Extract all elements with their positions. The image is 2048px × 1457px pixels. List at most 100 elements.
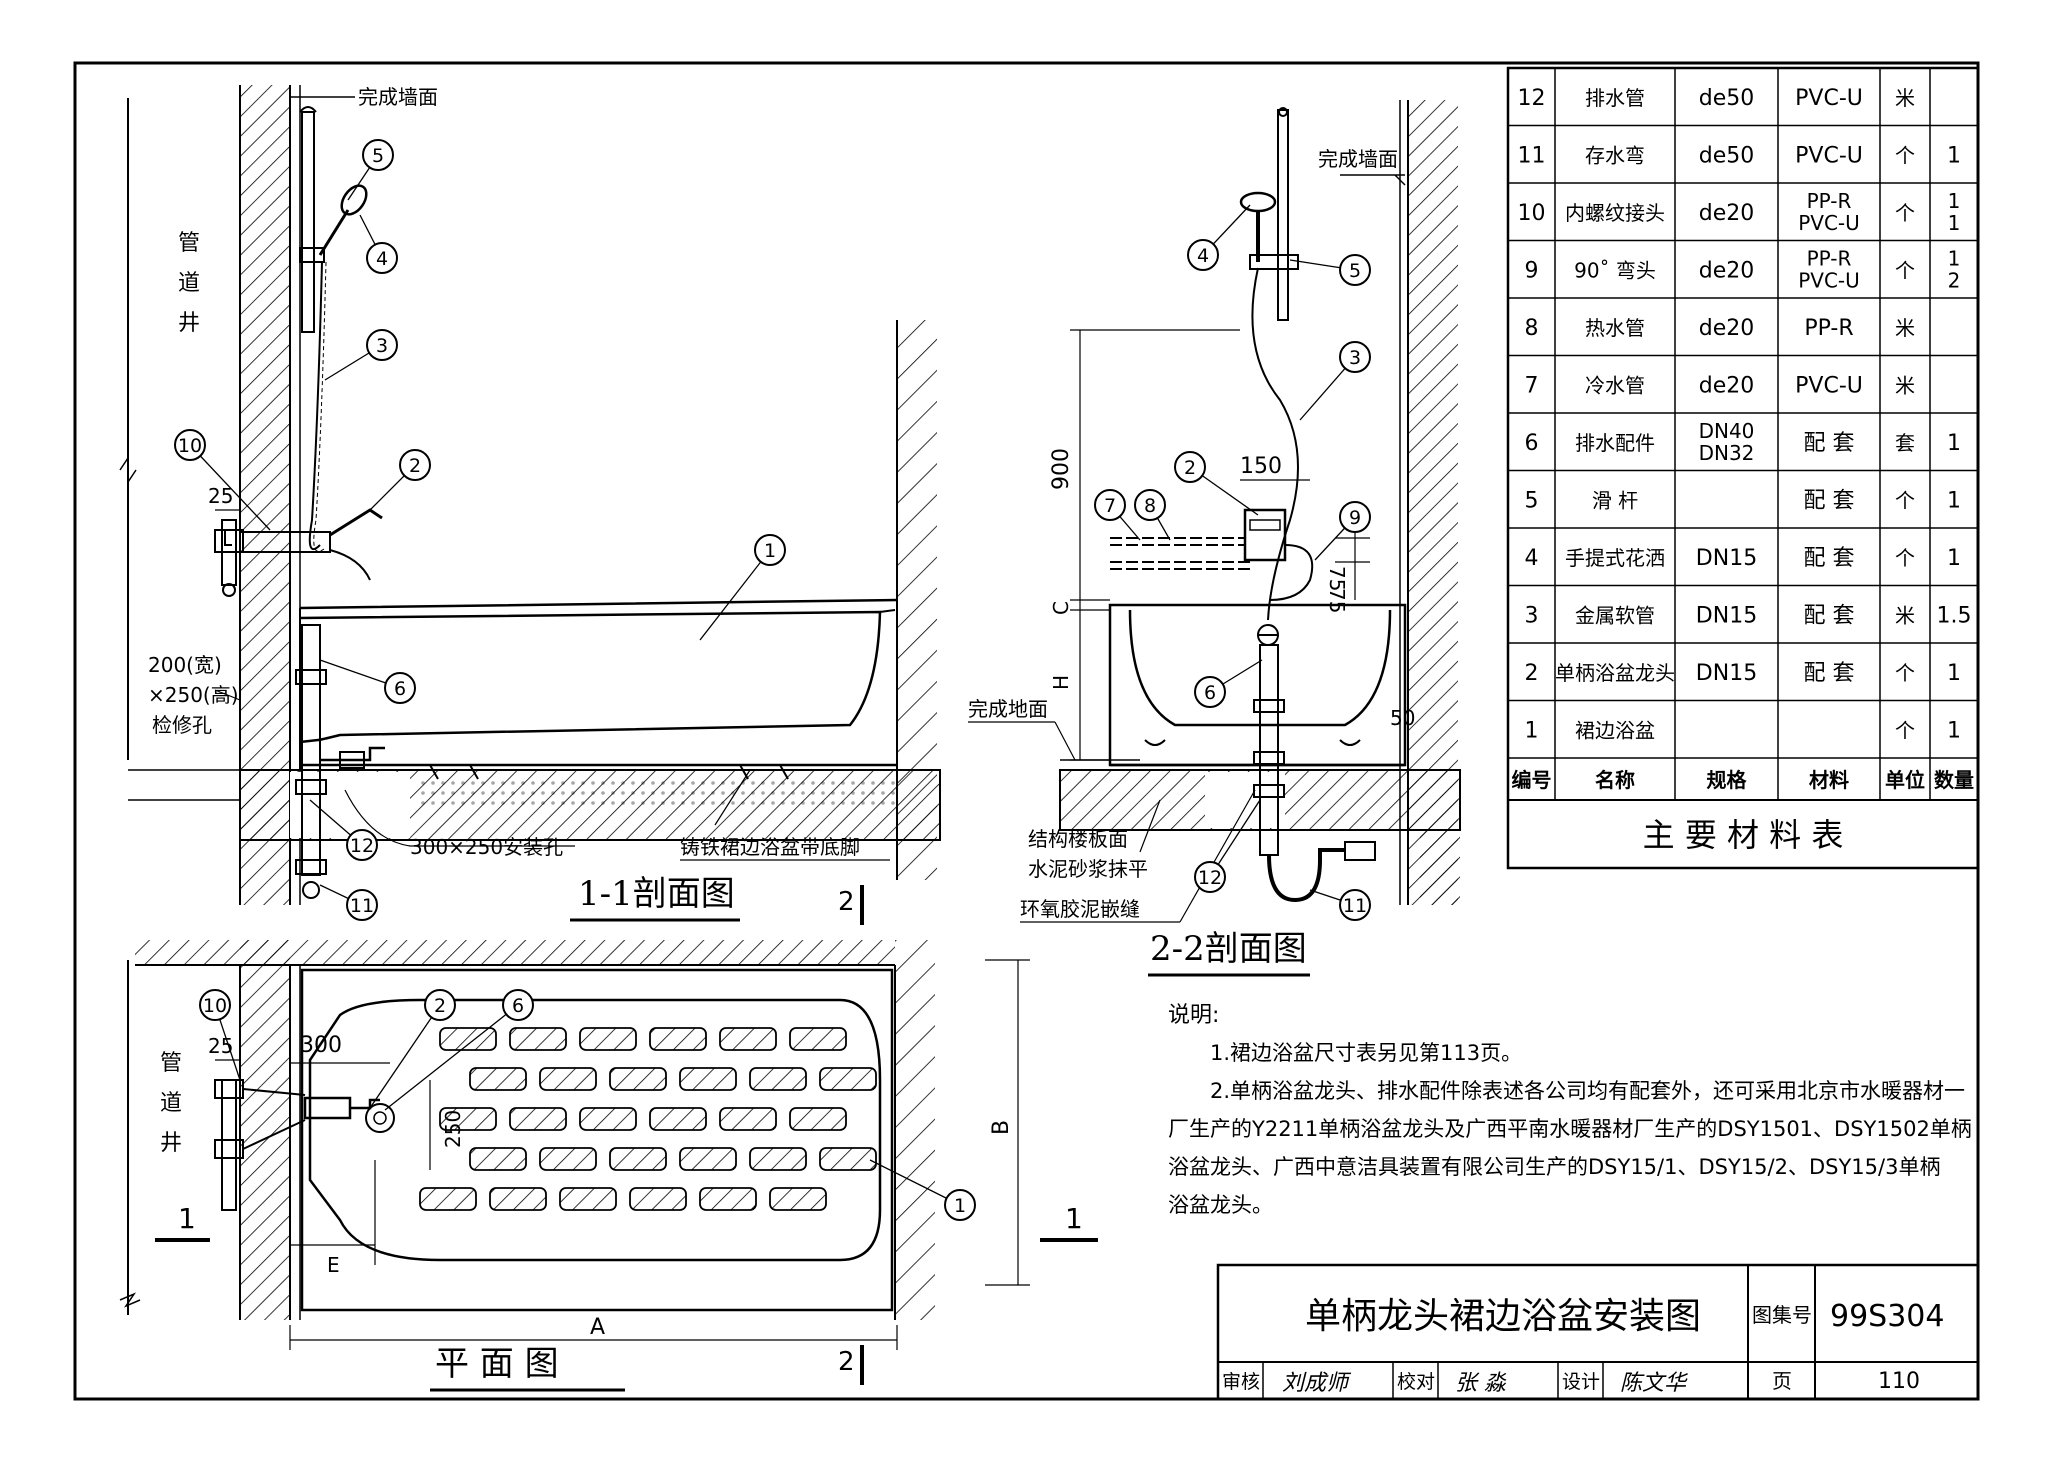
table-cell-material: PVC-U — [1795, 373, 1863, 398]
callout-number: 11 — [1343, 895, 1367, 917]
plan-view: 管 道 井 25 300 250 E A B 1 1 2 平 面 图 — [119, 940, 1098, 1392]
wall-label-11: 完成墙面 — [358, 85, 438, 109]
table-header-no: 编号 — [1512, 768, 1552, 792]
shaft-label-2: 道 — [178, 271, 200, 296]
page-label: 页 — [1772, 1369, 1792, 1393]
review-signature: 刘成师 — [1282, 1371, 1352, 1396]
dim-E: E — [327, 1253, 340, 1277]
table-header-unit: 单位 — [1885, 768, 1925, 792]
anti-slip-pad — [469, 1067, 527, 1091]
table-cell-unit: 米 — [1895, 86, 1915, 110]
dim-25-plan: 25 — [208, 1034, 233, 1058]
table-cell-material-line: PVC-U — [1798, 268, 1860, 292]
shaft-label-3: 井 — [178, 311, 200, 336]
callout-circle — [944, 1189, 976, 1221]
table-cell-name: 存水弯 — [1585, 143, 1645, 167]
table-cell-no: 8 — [1525, 316, 1539, 341]
notes-line-5: 浴盆龙头。 — [1168, 1193, 1273, 1217]
anti-slip-pad — [789, 1107, 847, 1131]
dim-150: 150 — [1240, 454, 1282, 479]
access-hole-label-1: 200(宽) — [148, 653, 222, 677]
table-cell-spec: de20 — [1699, 316, 1755, 341]
table-caption: 主 要 材 料 表 — [1643, 816, 1844, 854]
anti-slip-pad — [719, 1107, 777, 1131]
table-cell-no: 1 — [1525, 718, 1539, 743]
table-cell-material: PP-R — [1804, 316, 1853, 341]
anti-slip-pad — [609, 1147, 667, 1171]
table-cell-name: 裙边浴盆 — [1575, 718, 1655, 742]
table-cell-spec: de20 — [1699, 373, 1755, 398]
callout-number: 2 — [409, 455, 421, 477]
anti-slip-pad — [539, 1147, 597, 1171]
callout-number: 6 — [394, 678, 406, 700]
callout-number: 8 — [1144, 495, 1156, 517]
table-cell-material-line: PP-R — [1807, 189, 1852, 213]
table-cell-no: 3 — [1525, 603, 1539, 628]
callout-circle — [399, 449, 431, 481]
table-header-material: 材料 — [1809, 768, 1849, 792]
callout-circle — [1194, 861, 1226, 893]
callout-number: 12 — [1198, 867, 1222, 889]
table-cell-unit: 个 — [1895, 488, 1915, 512]
table-cell-no: 5 — [1525, 488, 1539, 513]
check-signature: 张 淼 — [1455, 1371, 1507, 1396]
callout-circle — [1339, 889, 1371, 921]
table-cell-name: 排水管 — [1585, 86, 1645, 110]
table-header-qty: 数量 — [1934, 768, 1974, 792]
callout-number: 10 — [178, 435, 202, 457]
table-cell-qty: 1 — [1947, 661, 1961, 686]
callout-number: 9 — [1349, 507, 1361, 529]
callout-circle — [1339, 254, 1371, 286]
section-11-title: 1-1剖面图 — [578, 874, 735, 914]
table-cell-material: PVC-U — [1795, 143, 1863, 168]
section-2-2: 完成墙面 900 C H 150 75 75 50 完成地面 结构楼板面 水泥砂… — [968, 100, 1461, 977]
anti-slip-pad — [819, 1067, 877, 1091]
callout-number: 12 — [350, 835, 374, 857]
anti-slip-pad — [419, 1187, 477, 1211]
callout-circle — [1174, 451, 1206, 483]
table-cell-spec: de50 — [1699, 143, 1755, 168]
table-cell-spec: de50 — [1699, 86, 1755, 111]
notes-line-2: 2.单柄浴盆龙头、排水配件除表述各公司均有配套外，还可采用北京市水暖器材一 — [1210, 1079, 1965, 1103]
table-cell-no: 6 — [1525, 431, 1539, 456]
table-cell-name: 90˚ 弯头 — [1574, 258, 1656, 282]
section-22-title: 2-2剖面图 — [1150, 929, 1307, 969]
callout-number: 10 — [203, 995, 227, 1017]
table-header-spec: 规格 — [1707, 768, 1748, 792]
table-cell-spec-line: DN40 — [1699, 419, 1755, 443]
table-cell-spec: de20 — [1699, 201, 1755, 226]
anti-slip-pads — [419, 1027, 877, 1211]
table-cell-no: 12 — [1518, 86, 1546, 111]
anti-slip-pad — [579, 1107, 637, 1131]
table-cell-qty: 1 — [1947, 431, 1961, 456]
table-cell-material: 配 套 — [1804, 603, 1855, 628]
table-cell-material: PVC-U — [1795, 86, 1863, 111]
anti-slip-pad — [439, 1107, 497, 1131]
table-cell-spec: de20 — [1699, 258, 1755, 283]
table-header-name: 名称 — [1595, 768, 1635, 792]
table-cell-unit: 米 — [1895, 373, 1915, 397]
dim-A: A — [590, 1315, 605, 1340]
anti-slip-pad — [719, 1027, 777, 1051]
table-cell-qty-line: 1 — [1948, 211, 1961, 235]
anti-slip-pad — [579, 1027, 637, 1051]
dim-B: B — [989, 1120, 1014, 1135]
table-cell-no: 11 — [1518, 143, 1546, 168]
table-cell-unit: 个 — [1895, 143, 1915, 167]
table-cell-no: 7 — [1525, 373, 1539, 398]
check-label: 校对 — [1397, 1371, 1435, 1393]
anti-slip-pad — [649, 1107, 707, 1131]
callout-number: 7 — [1104, 495, 1116, 517]
callout-number: 6 — [512, 995, 524, 1017]
table-cell-unit: 个 — [1895, 201, 1915, 225]
table-cell-name: 单柄浴盆龙头 — [1555, 661, 1675, 685]
design-label: 设计 — [1562, 1371, 1600, 1393]
shaft-label-1: 管 — [178, 231, 200, 256]
anti-slip-pad — [699, 1187, 757, 1211]
callout-circle — [424, 989, 456, 1021]
table-cell-name: 内螺纹接头 — [1565, 201, 1665, 225]
anti-slip-pad — [749, 1067, 807, 1091]
callout-number: 5 — [1349, 260, 1361, 282]
callout-circle — [1187, 239, 1219, 271]
anti-slip-pad — [679, 1147, 737, 1171]
